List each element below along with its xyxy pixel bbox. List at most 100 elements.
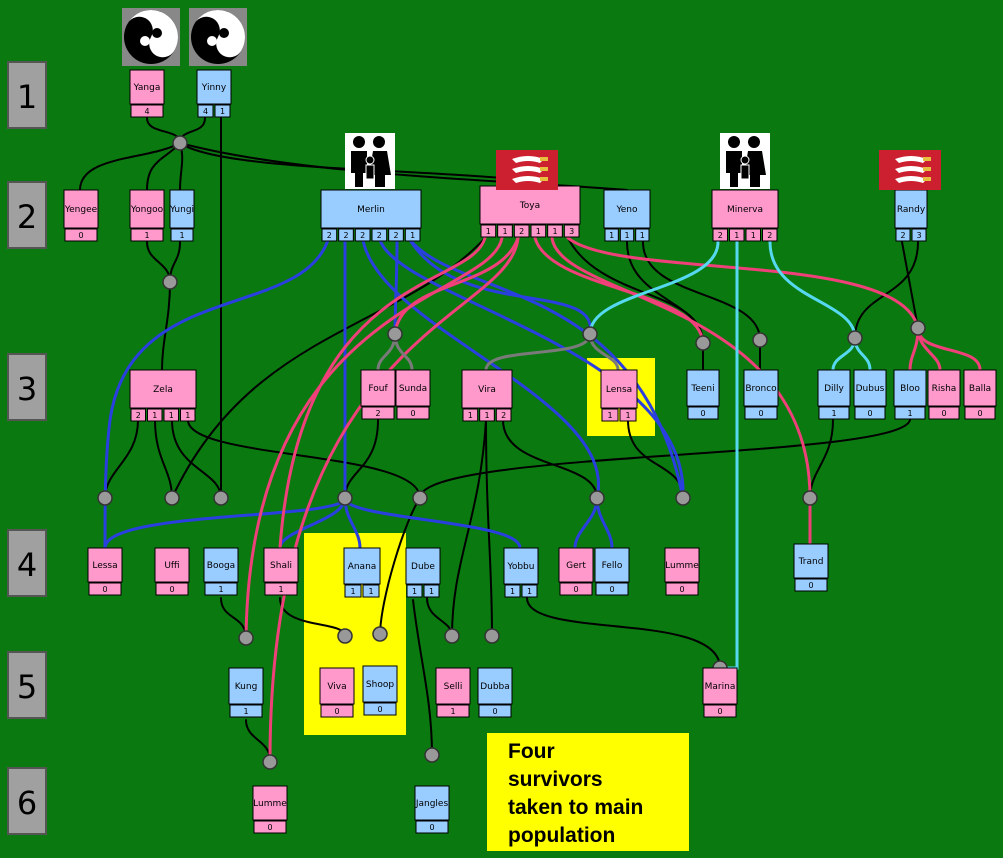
offspring-count-cell	[964, 406, 996, 420]
person-name-box	[395, 369, 431, 407]
offspring-count: 2	[900, 231, 905, 240]
person-name: Yanga	[133, 83, 161, 93]
person-name-box	[320, 189, 422, 229]
link-zela-dube	[187, 419, 421, 499]
person-name-box	[129, 369, 197, 409]
offspring-count-cell	[563, 224, 580, 238]
person-name-box	[362, 665, 398, 703]
offspring-count-cell	[321, 228, 338, 242]
person-name-box	[87, 547, 123, 583]
connection-lines	[79, 117, 982, 762]
person-name-box	[435, 667, 471, 705]
offspring-count-cell	[436, 704, 470, 718]
person-name-box	[702, 667, 738, 705]
person-dilly[interactable]: Dilly 1	[817, 369, 851, 420]
offspring-count: 1	[412, 587, 417, 596]
family-icon	[720, 133, 770, 189]
offspring-count: 0	[78, 231, 83, 240]
offspring-count: 1	[429, 587, 434, 596]
person-yanga[interactable]: Yanga 4	[129, 69, 165, 118]
offspring-count: 1	[607, 411, 612, 420]
offspring-count: 4	[144, 107, 149, 116]
offspring-count: 1	[484, 411, 489, 420]
offspring-count-cell	[155, 582, 189, 596]
generation-box	[7, 529, 47, 597]
offspring-count: 0	[573, 585, 578, 594]
person-name: Lumme	[253, 799, 287, 809]
family-icon	[345, 133, 395, 189]
person-name: Dilly	[824, 384, 844, 394]
person-name-box	[154, 547, 190, 583]
person-name-box	[711, 189, 779, 229]
person-name-box	[477, 667, 513, 705]
link-toya-lumme6	[268, 236, 520, 762]
offspring-count: 2	[501, 411, 506, 420]
person-name-box	[405, 547, 441, 585]
link-toya-shali	[278, 236, 487, 550]
person-name: Shoop	[366, 680, 394, 690]
person-shoop[interactable]: Shoop 0	[362, 665, 398, 716]
offspring-count: 1	[278, 585, 283, 594]
offspring-count-cell	[147, 408, 163, 422]
person-name: Uffi	[164, 561, 179, 571]
person-name-box	[360, 369, 396, 407]
offspring-count: 1	[536, 227, 541, 236]
person-name: Yeno	[615, 205, 638, 215]
offspring-count-cell	[388, 228, 404, 242]
person-name-box	[343, 547, 381, 585]
person-name: Merlin	[357, 205, 385, 215]
junction-point	[424, 747, 440, 763]
person-name: Shali	[270, 561, 292, 571]
offspring-count-cell	[130, 228, 164, 242]
icon-layer	[122, 8, 941, 190]
offspring-count-cell	[744, 406, 778, 420]
person-shali[interactable]: Shali 1	[263, 547, 299, 596]
offspring-count-cell	[361, 406, 395, 420]
generation-number: 2	[17, 198, 37, 236]
junction-point	[172, 135, 188, 151]
offspring-count: 1	[609, 231, 614, 240]
offspring-count: 1	[831, 409, 836, 418]
person-name-box	[129, 189, 165, 229]
offspring-count: 0	[377, 705, 382, 714]
person-name: Randy	[897, 205, 926, 215]
